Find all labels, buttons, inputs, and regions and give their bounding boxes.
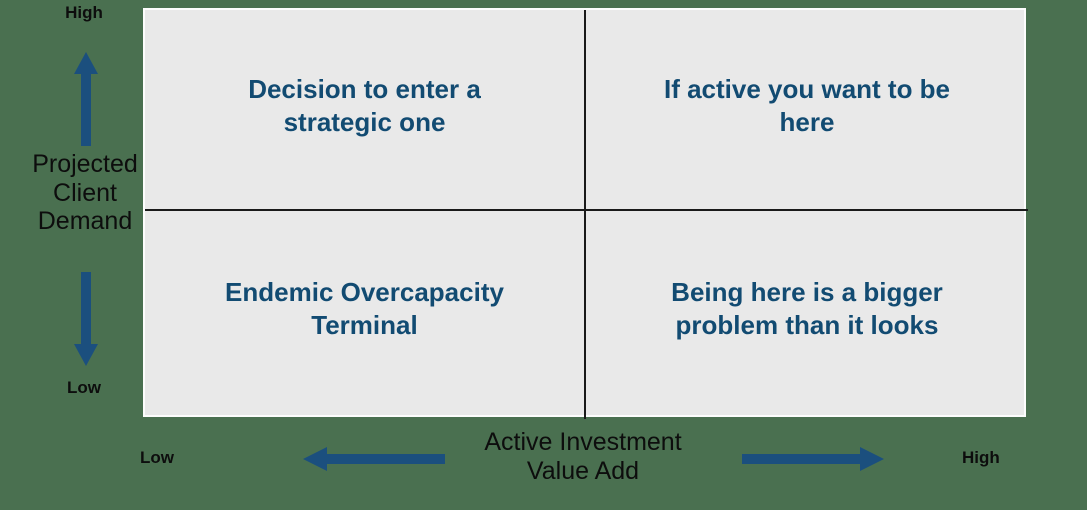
quadrant-top-left-line1: Decision to enter a <box>248 74 481 104</box>
y-axis-title-line1: Projected <box>32 150 138 178</box>
arrow-up-icon <box>73 52 99 146</box>
quadrant-top-right-line1: If active you want to be <box>663 74 951 104</box>
x-axis-low-label: Low <box>140 448 174 467</box>
quadrant-bottom-right[interactable]: Being here is a bigger problem than it l… <box>586 211 1028 419</box>
y-axis-title: Projected Client Demand <box>0 150 170 236</box>
y-axis-low-label: Low <box>67 378 101 397</box>
quadrant-top-left[interactable]: Decision to enter a strategic one <box>145 10 584 209</box>
arrow-right-icon <box>742 446 884 472</box>
matrix-grid: Decision to enter a strategic one If act… <box>143 8 1028 419</box>
quadrant-bottom-left-line1: Endemic Overcapacity <box>225 277 504 307</box>
quadrant-bottom-left-line2: Terminal <box>311 309 418 340</box>
arrow-down-icon <box>73 272 99 366</box>
quadrant-top-right-line2: here <box>779 106 835 137</box>
y-axis-high-label: High <box>65 3 103 22</box>
quadrant-top-left-line2: strategic one <box>283 106 446 137</box>
x-axis-high-label: High <box>962 448 1000 467</box>
vertical-divider <box>584 10 586 419</box>
quadrant-bottom-right-line2: problem than it looks <box>675 309 939 340</box>
x-axis-title-line2: Value Add <box>526 456 640 485</box>
arrow-left-icon <box>303 446 445 472</box>
x-axis-title: Active Investment Value Add <box>443 428 723 485</box>
y-axis-title-line3: Demand <box>37 207 133 235</box>
x-axis-title-line1: Active Investment <box>484 428 682 456</box>
quadrant-bottom-right-line1: Being here is a bigger <box>671 277 943 307</box>
quadrant-top-right[interactable]: If active you want to be here <box>586 10 1028 209</box>
horizontal-divider <box>145 209 1028 211</box>
quadrant-bottom-left[interactable]: Endemic Overcapacity Terminal <box>145 211 584 419</box>
y-axis-title-line2: Client <box>53 178 117 207</box>
